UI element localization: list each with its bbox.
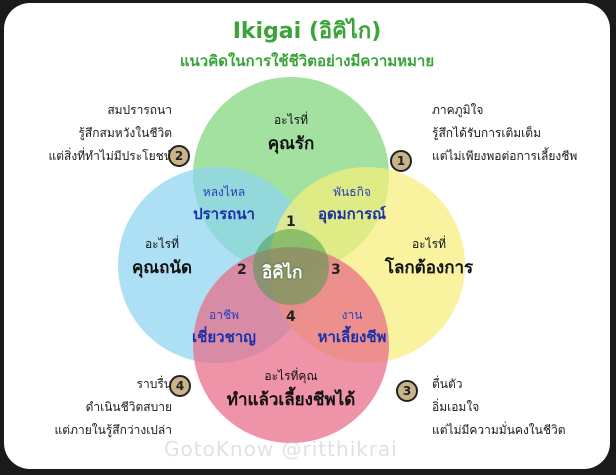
diagram-subtitle: แนวคิดในการใช้ชีวิตอย่างมีความหมาย: [179, 52, 435, 70]
note-1-line1: ภาคภูมิใจ: [432, 103, 484, 117]
region-number-3: 3: [331, 262, 341, 278]
label-mission: พันธกิจ อุดมการณ์: [307, 183, 397, 226]
venn-diagram: [118, 77, 465, 443]
ikigai-card: Ikigai (อิคิไก) แนวคิดในการใช้ชีวิตอย่าง…: [4, 3, 610, 469]
ikigai-center: [253, 229, 329, 305]
label-paid-for: อะไรที่คุณ ทำแล้วเลี้ยงชีพได้: [211, 367, 371, 413]
note-4-line3: แต่ภายในรู้สึกว่างเปล่า: [54, 423, 172, 437]
label-world-needs-line1: อะไรที่: [411, 237, 447, 251]
watermark: GotoKnow @ritthikrai: [164, 437, 398, 461]
label-world-needs-line2: โลกต้องการ: [384, 258, 474, 278]
label-paid-for-line1: อะไรที่คุณ: [264, 369, 318, 383]
note-1: ภาคภูมิใจ รู้สึกได้รับการเติมเต็ม แต่ไม่…: [432, 99, 604, 168]
label-vocation: งาน หาเลี้ยงชีพ: [307, 306, 397, 349]
ikigai-center-label: อิคิไก: [262, 263, 303, 283]
note-4: ราบรื่น ดำเนินชีวิตสบาย แต่ภายในรู้สึกว่…: [24, 373, 172, 442]
label-mission-big: อุดมการณ์: [317, 205, 387, 223]
note-1-line2: รู้สึกได้รับการเติมเต็ม: [432, 126, 541, 140]
note-3: ตื่นตัว อิ่มเอมใจ แต่ไม่มีความมั่นคงในชี…: [432, 373, 604, 442]
label-love-line2: คุณรัก: [267, 134, 315, 154]
diagram-title: Ikigai (อิคิไก): [232, 19, 382, 44]
note-4-badge: 4: [169, 375, 191, 397]
label-love: อะไรที่ คุณรัก: [241, 111, 341, 157]
label-love-line1: อะไรที่: [273, 113, 309, 127]
label-profession: อาชีพ เชี่ยวชาญ: [184, 306, 264, 349]
note-3-line3: แต่ไม่มีความมั่นคงในชีวิต: [432, 423, 566, 437]
label-vocation-small: งาน: [341, 308, 363, 322]
label-paid-for-line2: ทำแล้วเลี้ยงชีพได้: [226, 390, 356, 410]
label-vocation-big: หาเลี้ยงชีพ: [317, 328, 387, 346]
region-number-2: 2: [237, 262, 247, 278]
circle-paid-for: [193, 247, 389, 443]
label-passion-big: ปรารถนา: [193, 205, 255, 223]
label-profession-big: เชี่ยวชาญ: [192, 328, 256, 346]
note-2: สมปรารถนา รู้สึกสมหวังในชีวิต แต่สิ่งที่…: [24, 99, 172, 168]
note-1-badge: 1: [390, 150, 412, 172]
note-2-badge: 2: [168, 145, 190, 167]
label-passion-small: หลงไหล: [202, 185, 246, 199]
region-number-4: 4: [286, 309, 296, 325]
note-2-line3: แต่สิ่งที่ทำไม่มีประโยชน์: [48, 149, 172, 163]
note-4-line1: ราบรื่น: [136, 377, 172, 391]
note-4-line2: ดำเนินชีวิตสบาย: [85, 400, 172, 414]
note-3-line2: อิ่มเอมใจ: [432, 400, 480, 414]
note-3-line1: ตื่นตัว: [432, 377, 463, 391]
note-2-line2: รู้สึกสมหวังในชีวิต: [78, 126, 172, 140]
label-mission-small: พันธกิจ: [333, 185, 371, 199]
label-profession-small: อาชีพ: [209, 308, 239, 322]
label-good-at-line1: อะไรที่: [144, 237, 180, 251]
label-good-at: อะไรที่ คุณถนัด: [112, 235, 212, 281]
note-2-line1: สมปรารถนา: [107, 103, 172, 117]
label-good-at-line2: คุณถนัด: [131, 258, 193, 278]
label-passion: หลงไหล ปรารถนา: [184, 183, 264, 226]
note-3-badge: 3: [396, 380, 418, 402]
label-world-needs: อะไรที่ โลกต้องการ: [374, 235, 484, 281]
note-1-line3: แต่ไม่เพียงพอต่อการเลี้ยงชีพ: [432, 149, 578, 163]
region-number-1: 1: [286, 214, 296, 230]
